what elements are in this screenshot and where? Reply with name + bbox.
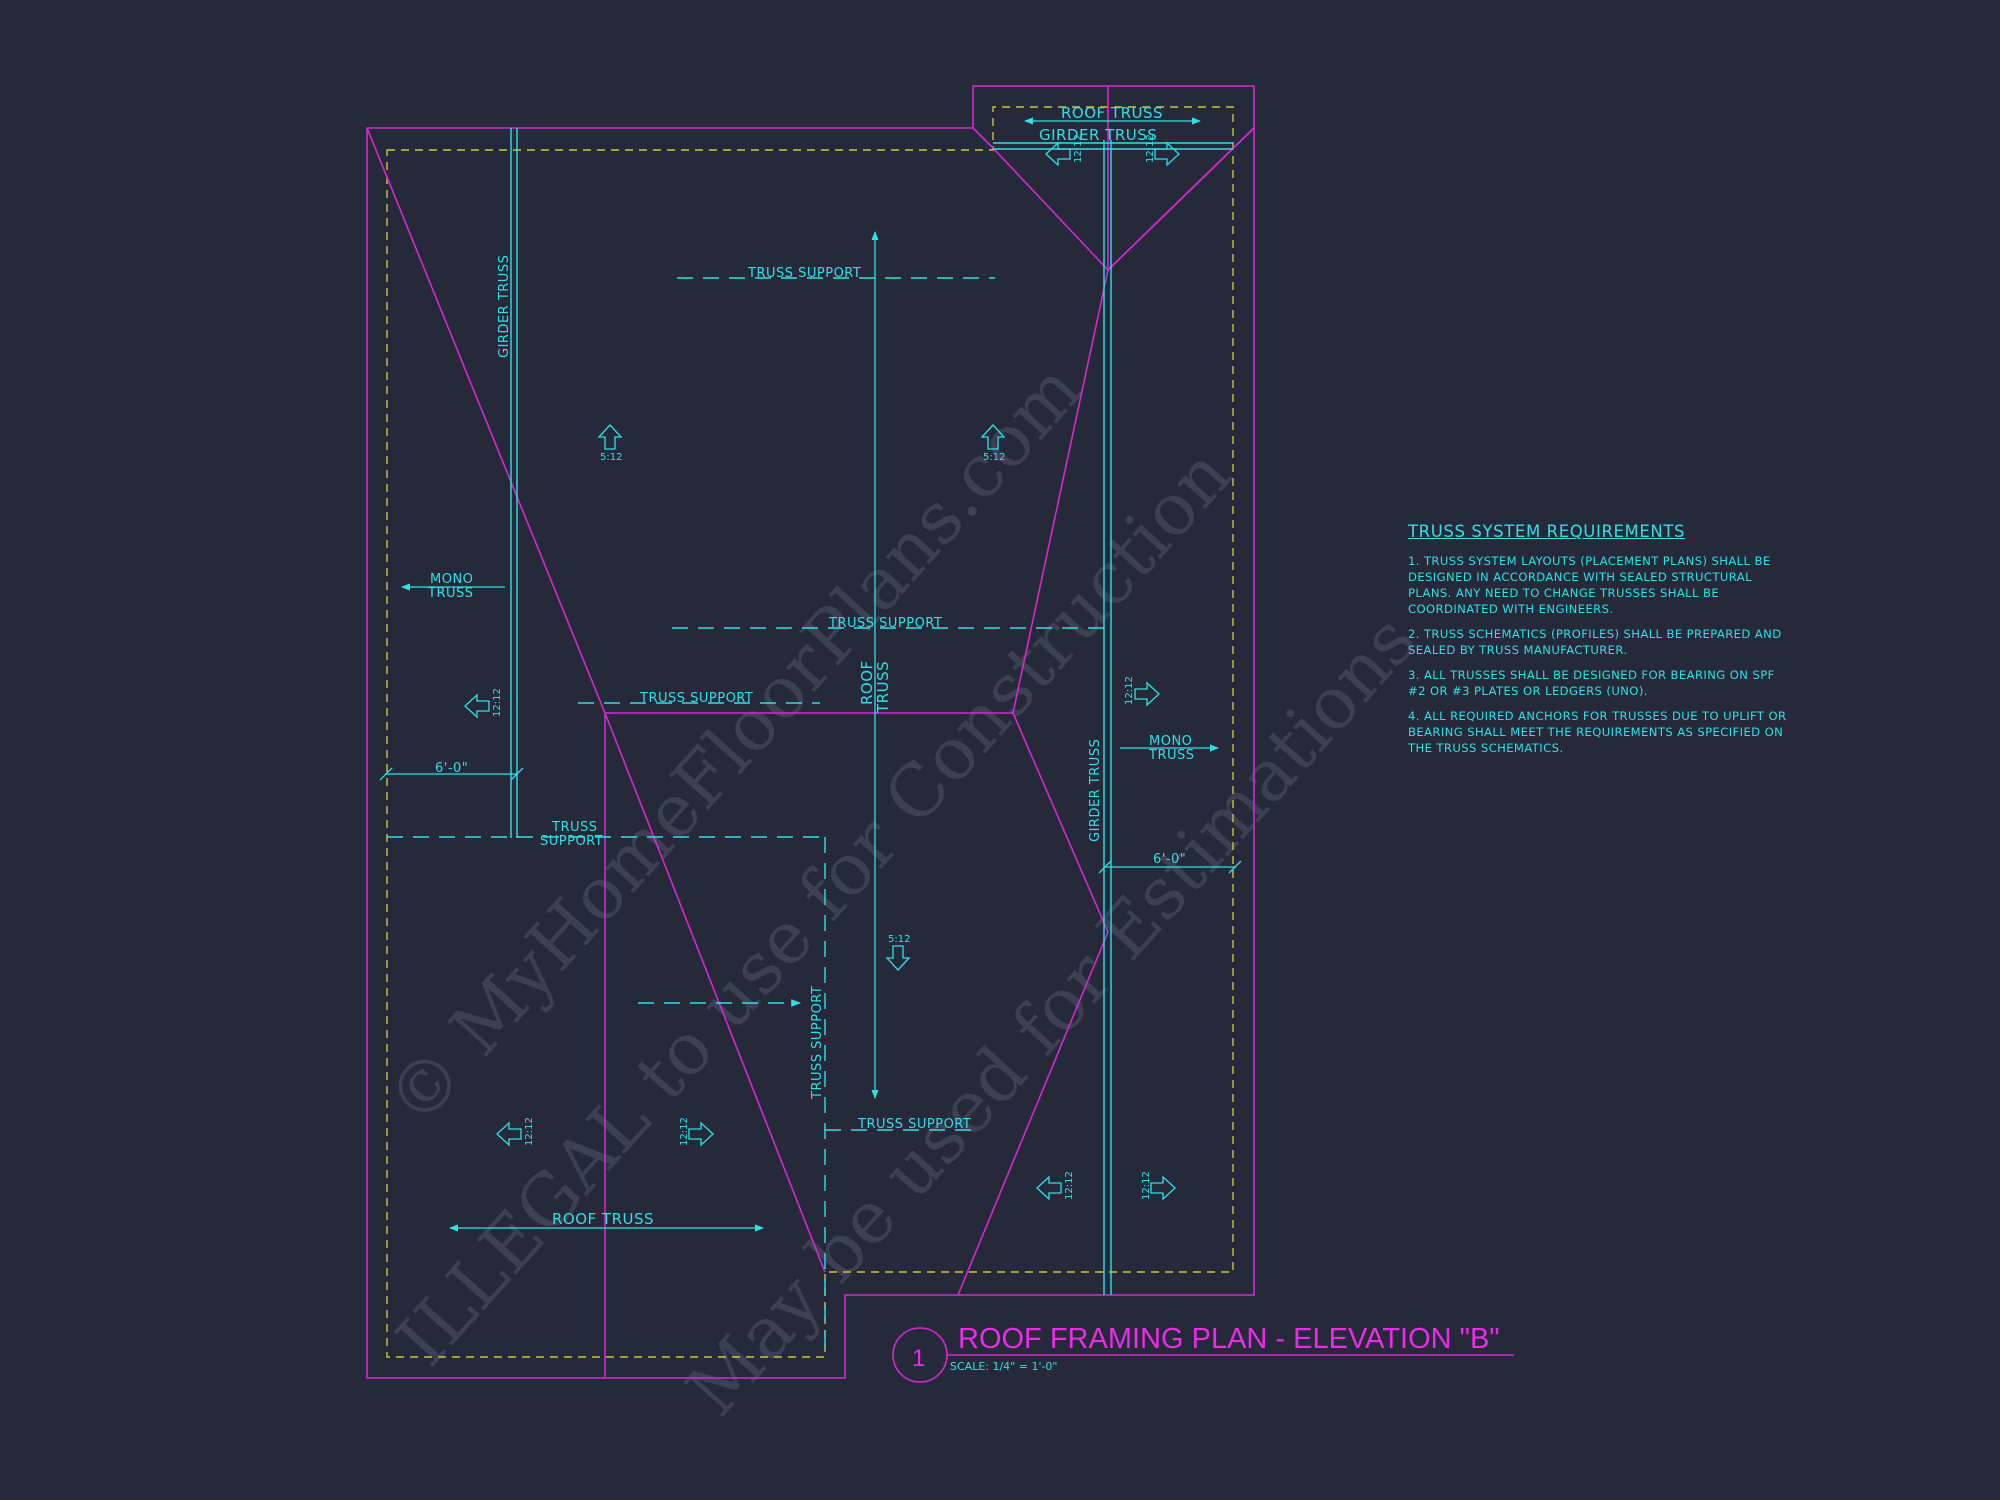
- dimension-right: 6'-0": [1098, 852, 1242, 874]
- girder-truss-right-line: [1103, 140, 1112, 1295]
- note-item: 4. ALL REQUIRED ANCHORS FOR TRUSSES DUE …: [1408, 709, 1787, 755]
- girder-truss-top-line: [993, 142, 1233, 150]
- girder-truss-right-label: GIRDER TRUSS: [1088, 739, 1103, 842]
- roof-truss-center-label: ROOF TRUSS: [858, 655, 892, 714]
- pitch-arrow-down-icon: [886, 945, 910, 971]
- dimension-left: 6'-0": [379, 761, 524, 781]
- pitch-label: 5:12: [600, 452, 622, 463]
- girder-truss-left-label: GIRDER TRUSS: [497, 255, 512, 358]
- pitch-arrow-right-icon: [1154, 142, 1180, 166]
- pitch-label: 12:12: [1064, 1171, 1075, 1200]
- note-item: 1. TRUSS SYSTEM LAYOUTS (PLACEMENT PLANS…: [1408, 554, 1771, 616]
- truss-support-upper-label: TRUSS SUPPORT: [747, 266, 861, 281]
- roof-hip-lines: [366, 86, 1255, 1378]
- pitch-arrow-right-icon: [688, 1122, 714, 1146]
- watermark: © MyHomeFloorPlans.com ILLEGAL to use fo…: [370, 347, 1432, 1431]
- dimension-right-label: 6'-0": [1153, 852, 1186, 867]
- pitch-label: 12:12: [1073, 134, 1084, 163]
- note-item: 2. TRUSS SCHEMATICS (PROFILES) SHALL BE …: [1408, 627, 1782, 657]
- pitch-label: 12:12: [679, 1117, 690, 1146]
- pitch-label: 12:12: [1141, 1171, 1152, 1200]
- truss-system-requirements-notes: TRUSS SYSTEM REQUIREMENTS 1. TRUSS SYSTE…: [1408, 522, 1788, 765]
- note-item: 3. ALL TRUSSES SHALL BE DESIGNED FOR BEA…: [1408, 668, 1775, 698]
- pitch-arrow-left-icon: [464, 694, 490, 718]
- truss-support-stack-label: TRUSS SUPPORT: [540, 820, 603, 849]
- truss-support-lower-label: TRUSS SUPPORT: [857, 1117, 971, 1132]
- mono-truss-right-label: MONO TRUSS: [1148, 734, 1197, 763]
- pitch-arrow-left-icon: [1036, 1176, 1062, 1200]
- roof-truss-top-label: ROOF TRUSS: [1061, 104, 1163, 122]
- pitch-label: 12:12: [492, 688, 503, 717]
- pitch-arrow-right-icon: [1134, 682, 1160, 706]
- roof-truss-bottom-label: ROOF TRUSS: [552, 1210, 654, 1228]
- girder-truss-left-line: [510, 128, 518, 838]
- pitch-arrow-up-icon: [598, 424, 622, 450]
- girder-truss-top-label: GIRDER TRUSS: [1039, 126, 1157, 144]
- drawing-title-block: 1 ROOF FRAMING PLAN - ELEVATION "B" SCAL…: [892, 1323, 1514, 1383]
- pitch-label: 5:12: [983, 452, 1005, 463]
- pitch-arrow-left-icon: [496, 1122, 522, 1146]
- pitch-arrow-left-icon: [1045, 142, 1071, 166]
- truss-support-vertical-label: TRUSS SUPPORT: [810, 986, 825, 1100]
- mono-truss-left-label: MONO TRUSS: [427, 572, 478, 601]
- pitch-label: 12:12: [1145, 134, 1156, 163]
- truss-support-middle-label: TRUSS SUPPORT: [828, 616, 942, 631]
- truss-support-lines: [387, 277, 1110, 1357]
- exterior-wall-line: [386, 106, 1234, 1358]
- pitch-label: 12:12: [524, 1117, 535, 1146]
- notes-title: TRUSS SYSTEM REQUIREMENTS: [1408, 522, 1686, 541]
- dimension-left-label: 6'-0": [435, 761, 468, 776]
- pitch-arrow-right-icon: [1150, 1176, 1176, 1200]
- roof-outline: [366, 85, 1255, 1379]
- drawing-title: ROOF FRAMING PLAN - ELEVATION "B": [958, 1323, 1500, 1355]
- truss-labels: ROOF TRUSS GIRDER TRUSS GIRDER TRUSS GIR…: [427, 104, 1197, 1228]
- truss-support-left-label: TRUSS SUPPORT: [639, 691, 753, 706]
- drawing-scale: SCALE: 1/4" = 1'-0": [950, 1360, 1058, 1373]
- pitch-label: 12:12: [1124, 676, 1135, 705]
- drawing-number: 1: [912, 1345, 925, 1372]
- pitch-label: 5:12: [888, 934, 910, 945]
- pitch-labels: 5:12 5:12 5:12 12:12 12:12 12:12 12:12 1…: [492, 134, 1156, 1200]
